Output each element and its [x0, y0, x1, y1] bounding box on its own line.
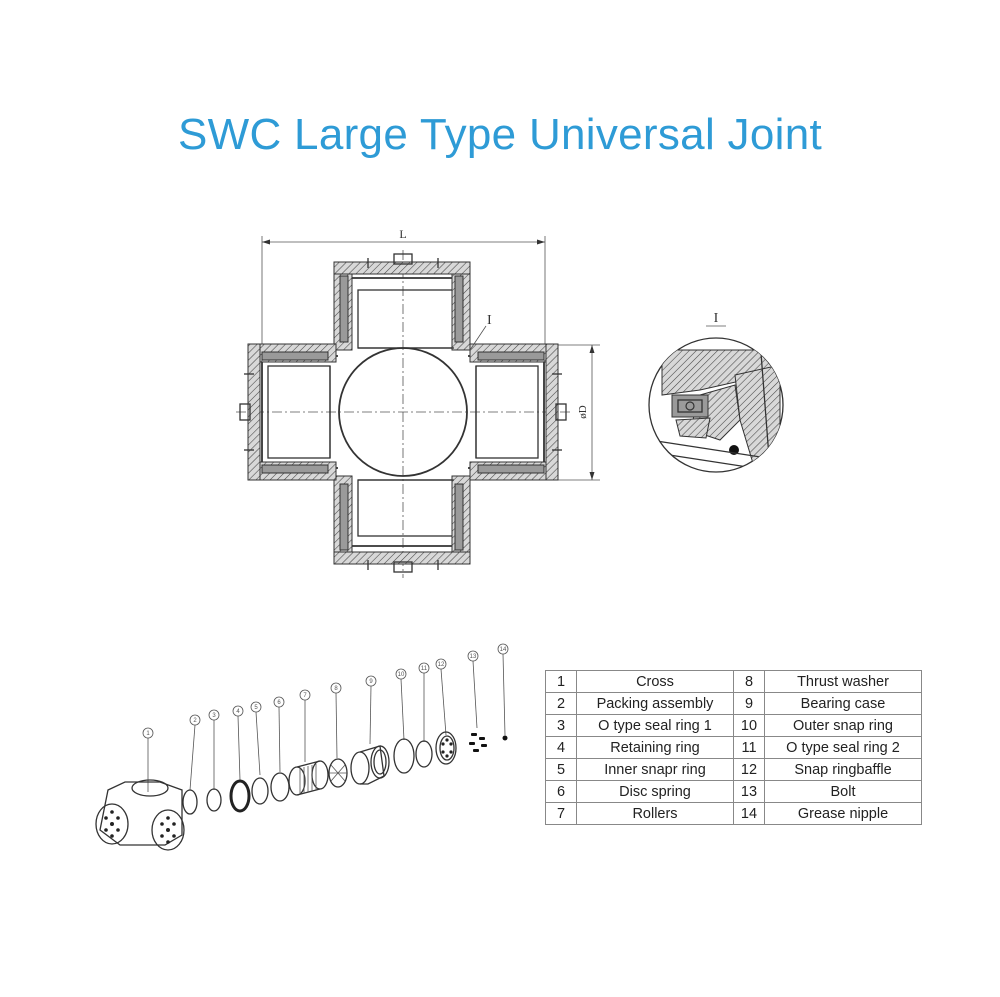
part-bearing-case: [350, 745, 390, 785]
part-name: Inner snapr ring: [576, 758, 734, 781]
callout-11: 11: [421, 666, 428, 672]
part-name: Disc spring: [576, 780, 734, 803]
length-dimension: L: [261, 227, 546, 350]
part-o-ring-2: [415, 740, 433, 768]
part-name: Cross: [576, 670, 734, 693]
left-bearing-arm: [239, 343, 338, 481]
part-name: Retaining ring: [576, 736, 734, 759]
part-snap-ring-baffle: [435, 731, 457, 765]
callout-1: 1: [146, 731, 150, 737]
part-retaining-ring: [229, 779, 251, 813]
exploded-view: 1 2 3 4 5 6 7 8 9 10 11 12 13 14: [95, 643, 509, 851]
part-number: 1: [545, 670, 577, 693]
part-cross: [95, 779, 185, 851]
callout-2: 2: [193, 718, 197, 724]
part-name: O type seal ring 1: [576, 714, 734, 737]
part-number: 3: [545, 714, 577, 737]
part-inner-snap-ring: [251, 777, 269, 805]
part-name: Outer snap ring: [764, 714, 922, 737]
callout-14: 14: [500, 647, 507, 653]
callout-12: 12: [438, 662, 445, 668]
part-number: 10: [733, 714, 765, 737]
detail-title: I: [714, 311, 719, 326]
callout-10: 10: [398, 672, 405, 678]
callout-6: 6: [277, 700, 281, 706]
diameter-label: øD: [577, 405, 589, 419]
part-number: 6: [545, 780, 577, 803]
callout-3: 3: [212, 713, 216, 719]
part-name: Snap ringbaffle: [764, 758, 922, 781]
cross-section-view: L øD: [236, 227, 600, 578]
part-name: Bearing case: [764, 692, 922, 715]
part-outer-snap-ring: [393, 738, 415, 774]
part-number: 2: [545, 692, 577, 715]
page-title: SWC Large Type Universal Joint: [177, 110, 822, 159]
callout-13: 13: [470, 654, 477, 660]
part-disc-spring: [270, 772, 290, 802]
part-number: 11: [733, 736, 765, 759]
part-number: 7: [545, 802, 577, 825]
top-bearing-arm: [333, 253, 471, 351]
part-name: Bolt: [764, 780, 922, 803]
detail-callout-label: I: [487, 313, 492, 328]
exploded-callout-labels: 1 2 3 4 5 6 7 8 9 10 11 12 13 14: [142, 643, 509, 739]
part-number: 4: [545, 736, 577, 759]
callout-4: 4: [236, 709, 240, 715]
part-name: O type seal ring 2: [764, 736, 922, 759]
part-number: 9: [733, 692, 765, 715]
part-name: Rollers: [576, 802, 734, 825]
part-number: 8: [733, 670, 765, 693]
part-rollers: [288, 760, 329, 796]
part-name: Packing assembly: [576, 692, 734, 715]
part-packing-assembly: [182, 789, 198, 815]
callout-9: 9: [369, 679, 373, 685]
part-name: Grease nipple: [764, 802, 922, 825]
part-number: 14: [733, 802, 765, 825]
part-bolts: [469, 733, 487, 752]
length-label: L: [399, 227, 406, 241]
part-grease-nipple: [502, 735, 508, 741]
part-name: Thrust washer: [764, 670, 922, 693]
callout-7: 7: [303, 693, 307, 699]
part-o-ring-1: [206, 788, 222, 812]
part-thrust-washer: [328, 758, 348, 788]
part-number: 12: [733, 758, 765, 781]
bottom-bearing-arm: [333, 475, 471, 573]
callout-8: 8: [334, 686, 338, 692]
part-number: 13: [733, 780, 765, 803]
right-bearing-arm: [468, 343, 567, 481]
callout-5: 5: [254, 705, 258, 711]
part-number: 5: [545, 758, 577, 781]
detail-view-i: I: [648, 311, 784, 473]
